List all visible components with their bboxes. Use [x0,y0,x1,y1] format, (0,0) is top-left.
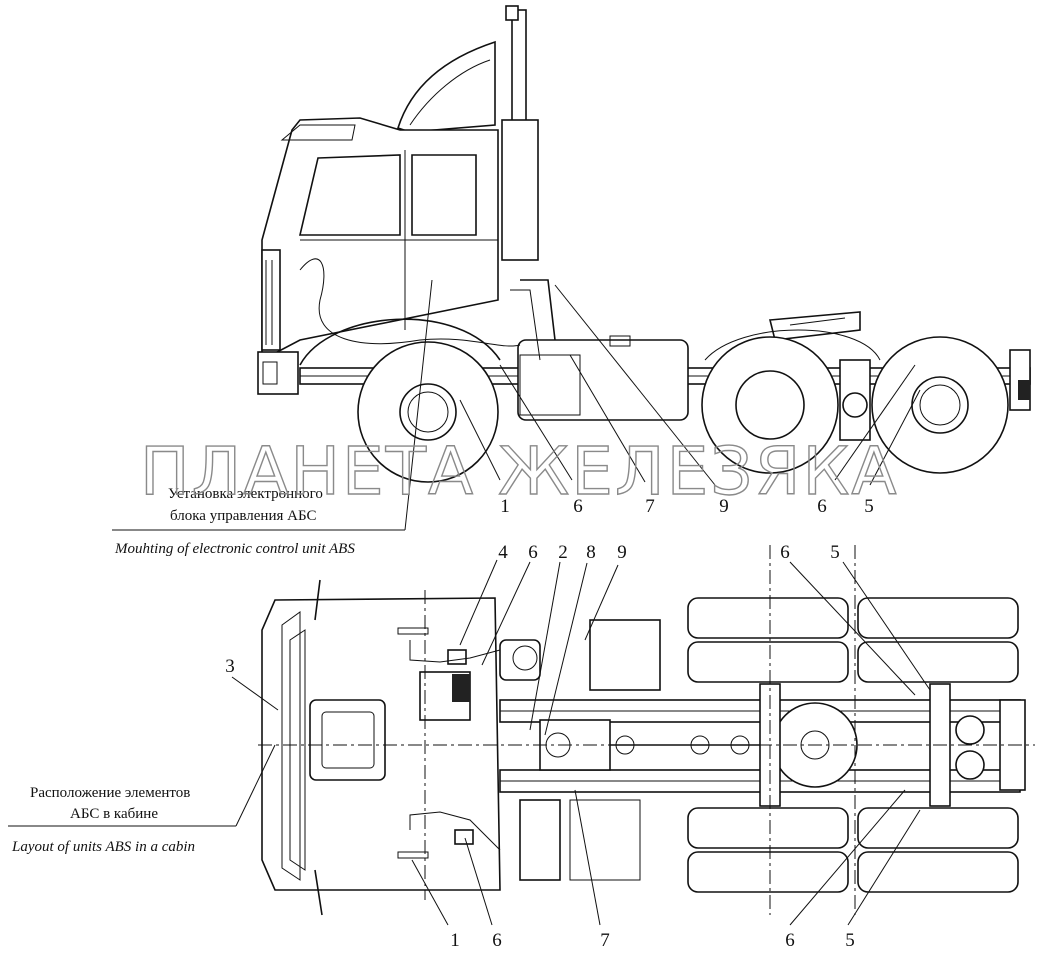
top-view-truck [8,545,1035,926]
top-callout-6: 6 [528,542,538,563]
caption-cabin-en: Layout of units ABS in a cabin [11,839,195,855]
caption-cabin-ru-line1: Расположение элементов [30,785,190,801]
top-callout-5: 5 [830,542,840,563]
side-callout-5: 5 [864,496,874,517]
caption-ecu-ru-line1: Установка электронного [168,486,323,502]
caption-cabin-ru-line2: АБС в кабине [70,806,158,822]
top-callout-3: 3 [225,656,235,677]
watermark-text: ПЛАНЕТА ЖЕЛЕЗЯКА [140,433,898,510]
side-view-rear-wheel-2 [871,336,1009,474]
bottom-callout-7: 7 [600,930,610,951]
side-callout-6-rear: 6 [817,496,827,517]
top-callout-9: 9 [617,542,627,563]
side-callout-6: 6 [573,496,583,517]
top-callout-4: 4 [498,542,508,563]
caption-ecu-ru-line2: блока управления АБС [170,508,316,524]
caption-ecu-en: Mouhting of electronic control unit ABS [114,541,355,557]
bottom-callout-1: 1 [450,930,460,951]
bottom-callout-5: 5 [845,930,855,951]
side-view-rear-wheel-1 [701,336,839,474]
side-callout-7: 7 [645,496,655,517]
side-callout-1: 1 [500,496,510,517]
top-callout-8: 8 [586,542,596,563]
side-callout-9: 9 [719,496,729,517]
top-callout-2: 2 [558,542,568,563]
top-callout-6-rear: 6 [780,542,790,563]
top-view-rear-wheels [687,597,1019,893]
bottom-callout-6: 6 [492,930,502,951]
side-view-truck [112,5,1031,531]
bottom-callout-6-rear: 6 [785,930,795,951]
side-view-front-wheel [357,341,499,483]
